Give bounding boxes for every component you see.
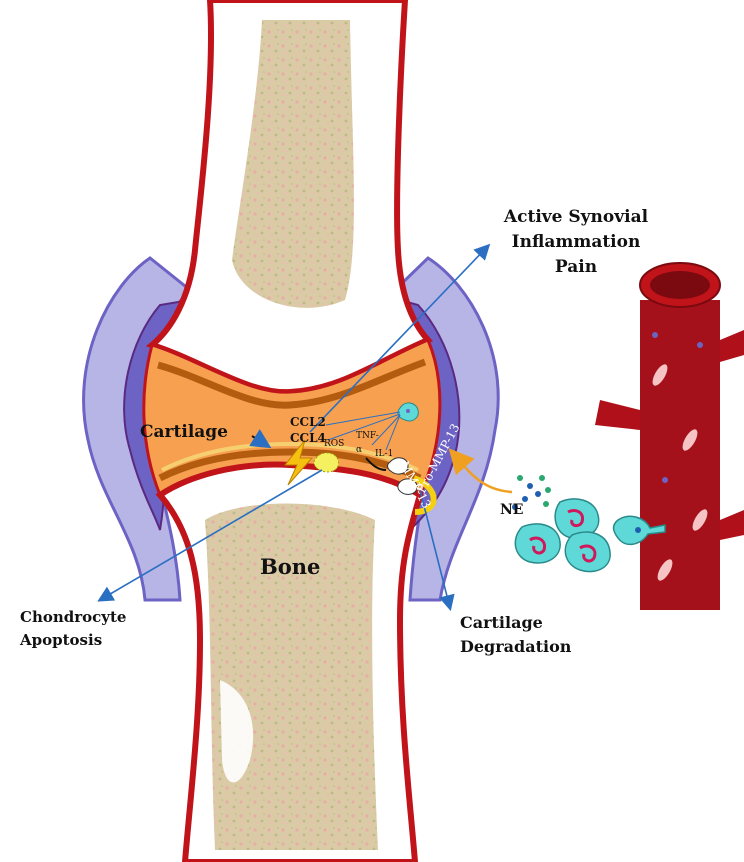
label-il1: IL-1: [375, 449, 393, 459]
label-chondrocyte: Chondrocyte: [20, 608, 126, 626]
neutrophil-cell: [515, 524, 560, 563]
label-pain: Pain: [555, 257, 597, 277]
neutrophil-cell: [565, 532, 610, 571]
label-ros: ROS: [324, 439, 344, 449]
label-ccl4: CCL4: [290, 431, 326, 445]
label-ne: NE: [500, 502, 523, 518]
label-cartilage-degradation-2: Degradation: [460, 637, 572, 656]
label-apoptosis: Apoptosis: [19, 631, 102, 649]
label-tnf: TNF-: [356, 431, 379, 441]
label-active-synovial: Active Synovial: [503, 207, 649, 227]
label-ccl2: CCL2: [290, 415, 326, 429]
label-inflammation: Inflammation: [512, 232, 641, 252]
blood-vessel: [595, 263, 744, 610]
label-cartilage: Cartilage: [140, 422, 228, 442]
label-bone: Bone: [260, 554, 320, 579]
label-tnf-alpha: α: [356, 445, 362, 455]
label-cartilage-degradation-1: Cartilage: [460, 613, 543, 632]
